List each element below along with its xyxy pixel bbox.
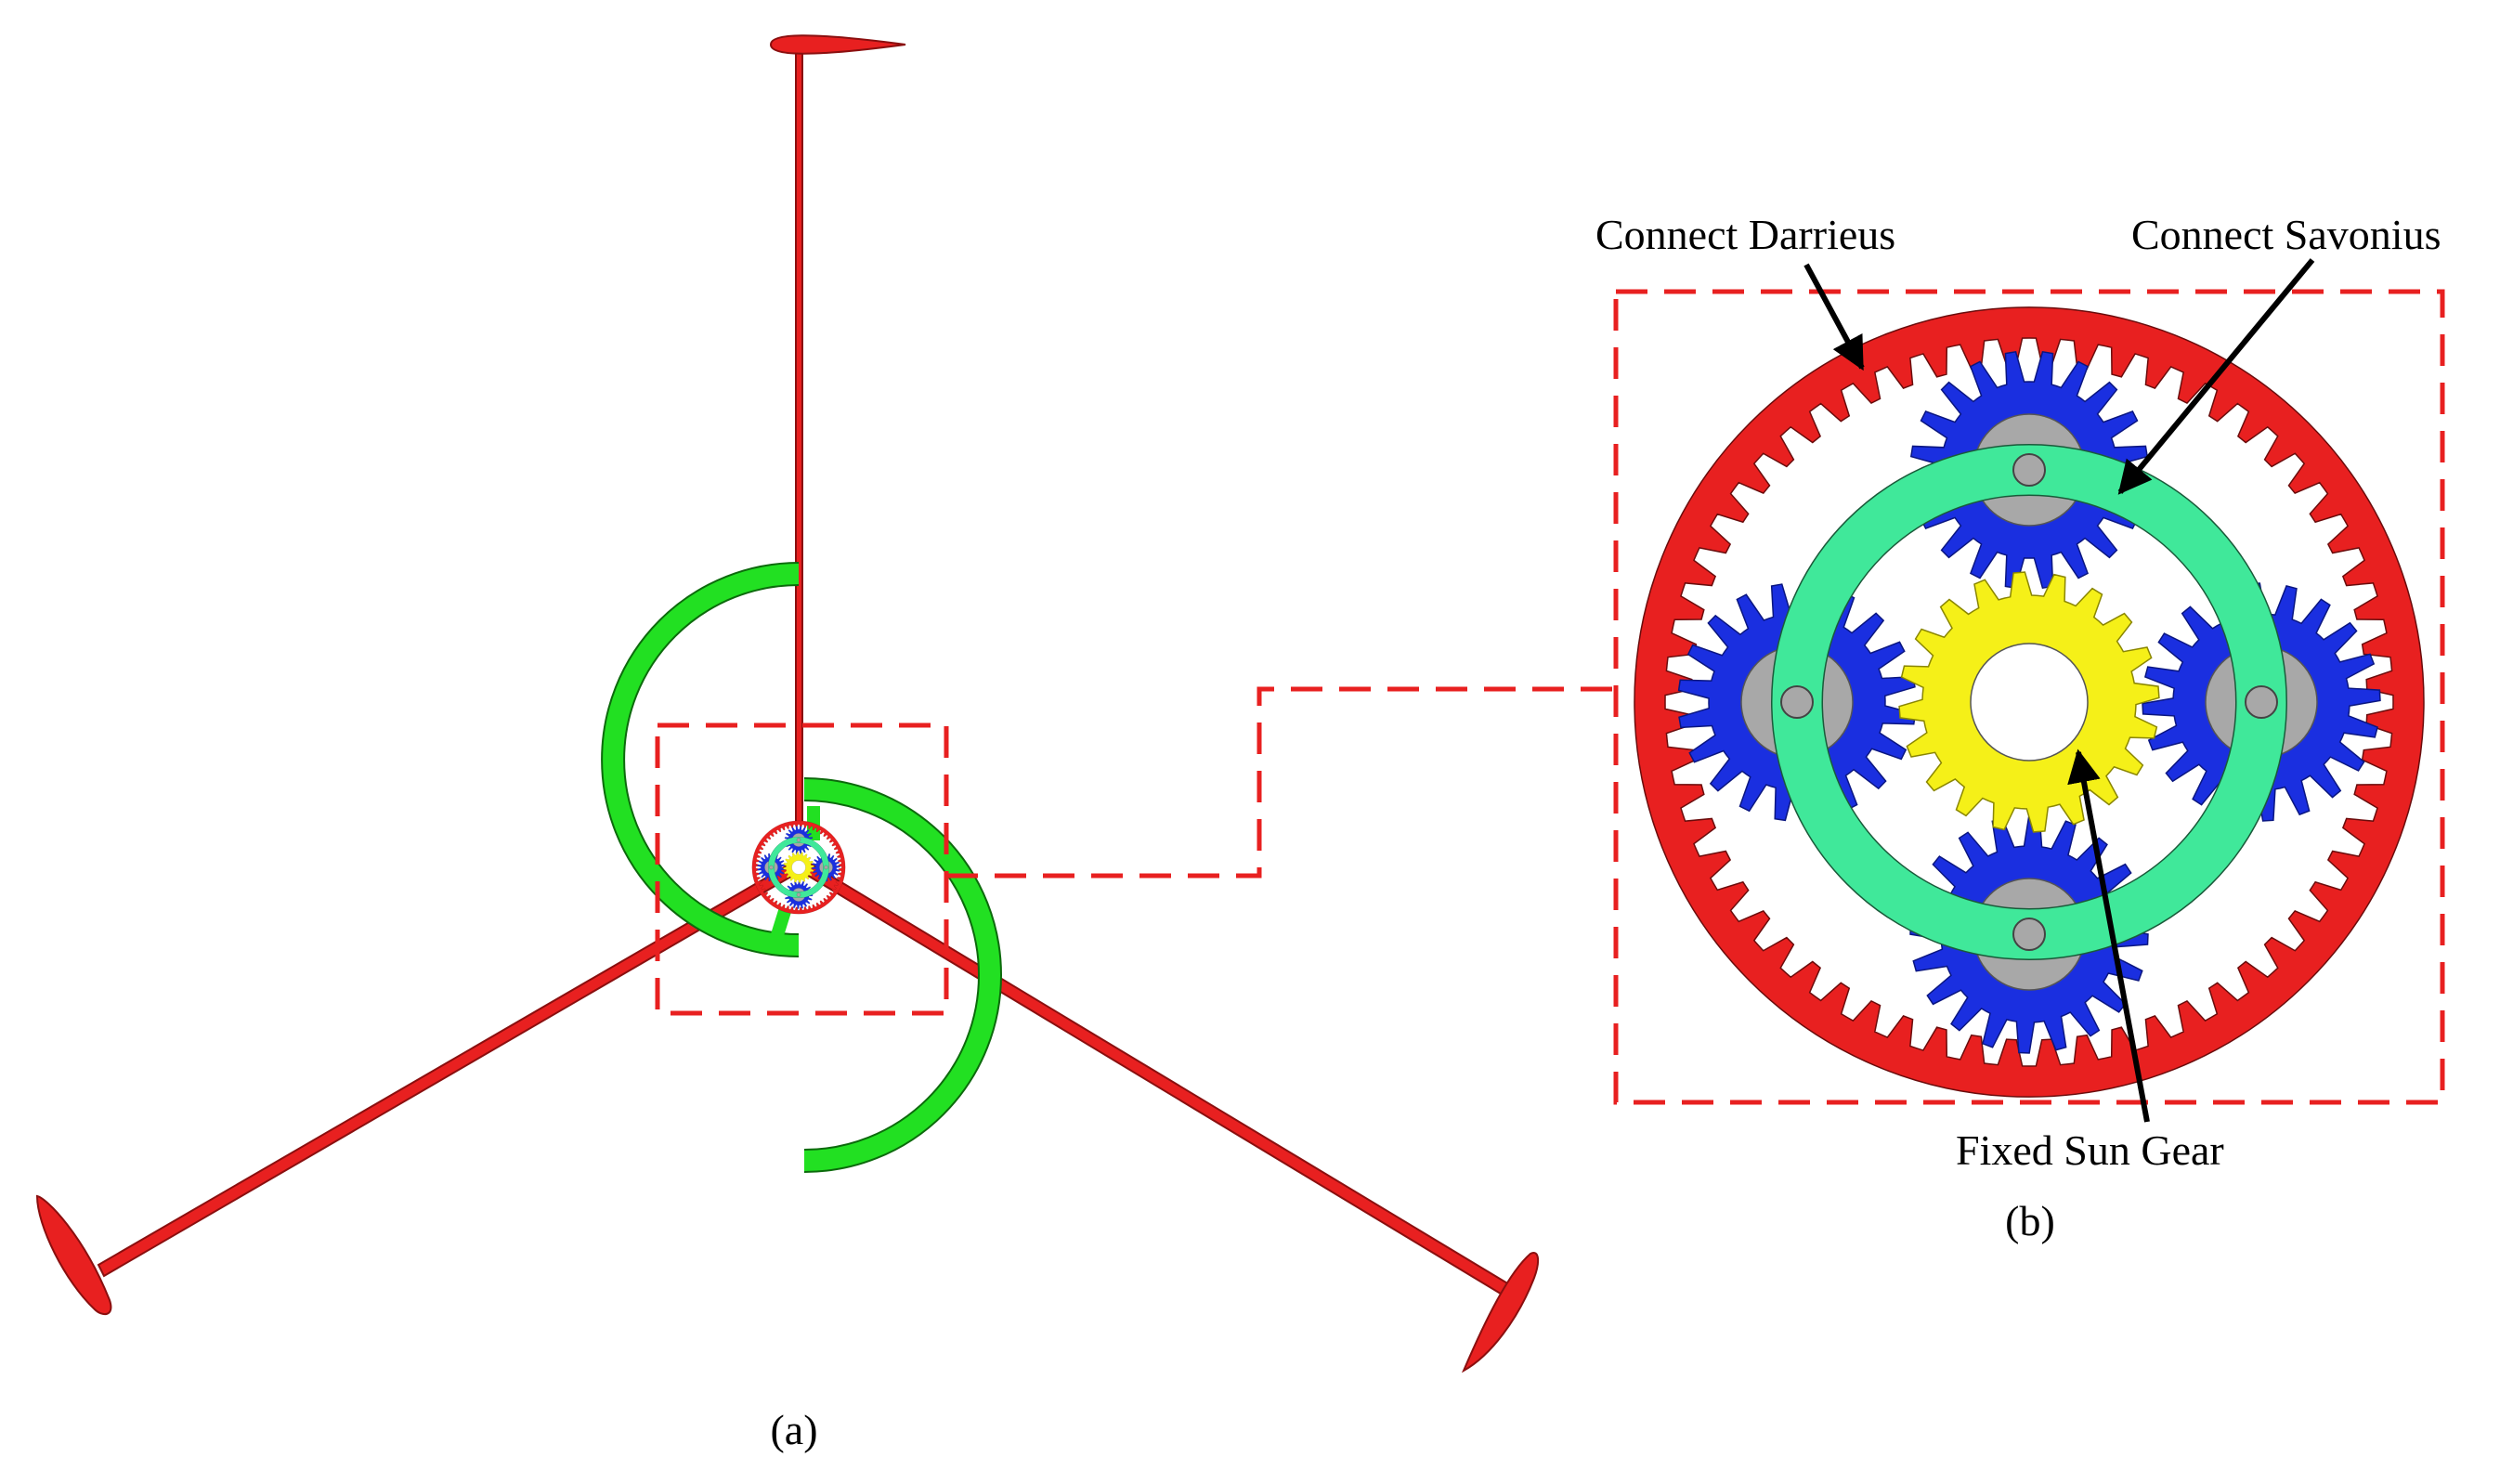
zoom-callout-leader [946, 686, 1616, 879]
planetary-gearbox [1634, 306, 2425, 1098]
turbine-panel-a: (a) [35, 34, 1616, 1453]
ring-gear [1634, 306, 2425, 1098]
hub-gearbox-mini [751, 820, 846, 915]
gearbox-panel-b: Connect Darrieus Connect Savonius Fixed … [1595, 211, 2445, 1244]
darrieus-arm-top [795, 44, 803, 824]
zoom-callout-box-b [1613, 289, 2445, 1105]
carrier-pin-2 [2245, 685, 2278, 719]
darrieus-blade-left [35, 1194, 112, 1316]
carrier-pin-2 [824, 865, 828, 870]
sun-gear-bore [791, 860, 806, 875]
arrow-connect-savonius [2117, 258, 2315, 495]
ring-gear [751, 820, 846, 915]
savonius-bucket-upper [601, 562, 800, 957]
darrieus-blade-top [769, 34, 906, 55]
panel-b-caption: (b) [2005, 1197, 2055, 1244]
savonius-rotor [601, 562, 1002, 1173]
label-fixed-sun-gear: Fixed Sun Gear [1956, 1126, 2224, 1174]
carrier-pin-1 [2012, 453, 2046, 487]
arrow-fixed-sun-gear [2067, 749, 2150, 1123]
carrier-pin-1 [796, 838, 801, 842]
carrier-pin-3 [796, 892, 801, 897]
label-connect-savonius: Connect Savonius [2131, 211, 2441, 258]
darrieus-rotor [97, 44, 1525, 1306]
savonius-bucket-lower-fill [803, 779, 1000, 1171]
darrieus-blade-right [1461, 1252, 1540, 1373]
darrieus-arm-right [799, 858, 1525, 1306]
sun-gear-bore [1970, 643, 2089, 762]
arrow-connect-darrieus [1803, 263, 1865, 371]
panel-a-caption: (a) [770, 1406, 817, 1453]
label-connect-darrieus: Connect Darrieus [1595, 211, 1895, 258]
carrier-pin-4 [769, 865, 774, 870]
savonius-strut-2 [770, 905, 792, 941]
savonius-bucket-upper-fill [603, 564, 800, 956]
carrier-pin-3 [2012, 918, 2046, 951]
carrier-pin-4 [1780, 685, 1814, 719]
